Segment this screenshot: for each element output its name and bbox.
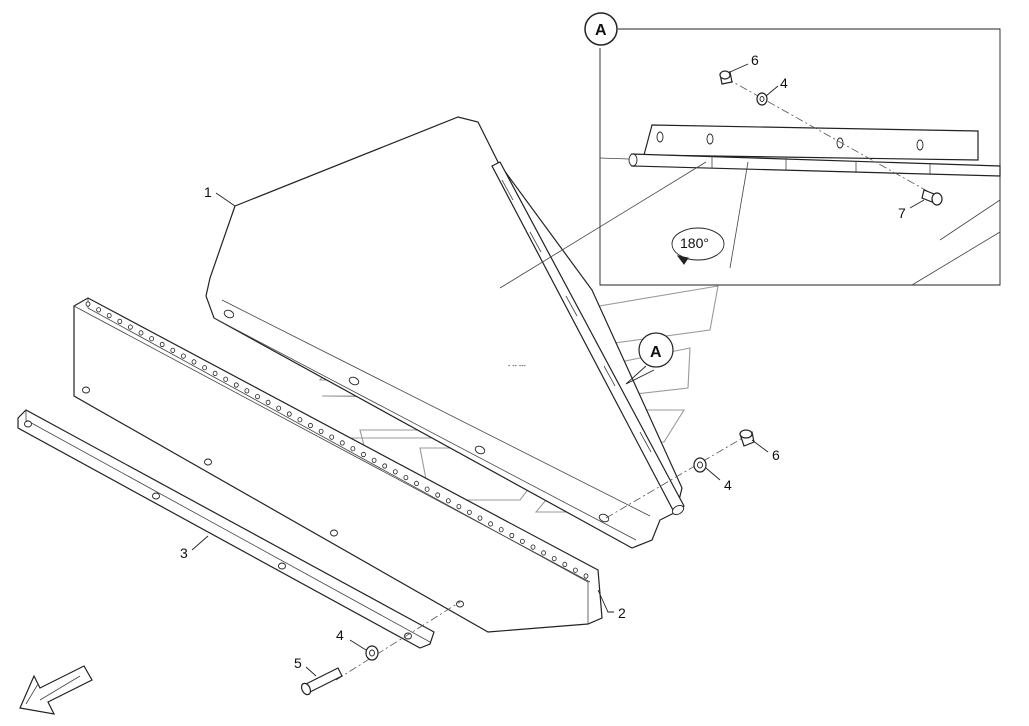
strip-perforation-holes: [85, 301, 589, 579]
callout-4-right: 4: [724, 477, 732, 493]
perforation-hole: [477, 515, 483, 521]
perforation-hole: [520, 538, 525, 544]
detail-a-view: 180° A: [499, 12, 1001, 289]
perforation-hole: [96, 307, 101, 313]
perforation-hole: [339, 440, 345, 446]
perforation-hole: [541, 550, 546, 556]
perforation-hole: [392, 469, 398, 475]
callout-6-detail: 6: [751, 52, 759, 68]
perforation-hole: [414, 480, 419, 486]
detail-a-letter: A: [595, 22, 607, 39]
washer-4-bottom: [365, 645, 379, 661]
callout-5: 5: [294, 655, 302, 671]
perforation-hole: [149, 336, 155, 342]
perforation-hole: [202, 365, 208, 371]
perforation-hole: [488, 521, 494, 527]
perforation-hole: [117, 318, 123, 324]
perforation-hole: [244, 388, 250, 394]
callout-7: 7: [898, 205, 906, 221]
perforation-hole: [265, 399, 271, 405]
fasteners-bottom: [300, 601, 461, 696]
bolt-5: [300, 667, 343, 696]
callout-4-bottom: 4: [336, 627, 344, 643]
callout-3: 3: [180, 545, 188, 561]
detail-a-reference-letter: A: [650, 344, 662, 361]
perforation-hole: [361, 451, 366, 458]
detail-a-badge: A: [584, 12, 618, 46]
nut-6-right: [739, 429, 755, 447]
perforation-hole: [498, 527, 504, 533]
svg-text:- -- ---: - -- ---: [508, 363, 527, 370]
perforation-hole: [466, 509, 472, 515]
perforation-hole: [191, 359, 197, 365]
direction-arrow-icon: [19, 665, 93, 715]
perforation-hole: [562, 561, 568, 568]
washer-4-detail: [756, 92, 768, 106]
perforation-hole: [233, 382, 239, 388]
screw-7-detail: [921, 189, 943, 206]
perforation-hole: [530, 544, 536, 550]
perforation-hole: [138, 330, 144, 336]
perforation-hole: [551, 555, 557, 562]
perforation-hole: [403, 474, 409, 481]
rotate-180-icon: 180°: [671, 227, 725, 265]
perforation-hole: [170, 347, 176, 353]
callouts: 1 2 3 4 5 4 6 6 4 7: [180, 52, 925, 677]
rotation-label: 180°: [680, 235, 709, 251]
perforation-hole: [318, 428, 324, 434]
part-1-panel: - -- ---: [205, 116, 685, 549]
perforation-hole: [445, 498, 451, 504]
perforation-hole: [212, 370, 218, 376]
perforation-hole: [435, 492, 441, 498]
detail-a-reference: A: [625, 332, 674, 385]
callout-4-detail: 4: [780, 75, 788, 91]
perforation-hole: [159, 341, 165, 348]
perforation-hole: [180, 353, 186, 359]
perforation-hole: [424, 486, 430, 492]
perforation-hole: [255, 393, 260, 400]
callout-1: 1: [204, 184, 212, 200]
part-3-bar: [17, 409, 435, 649]
perforation-hole: [382, 463, 388, 469]
perforation-hole: [276, 405, 282, 411]
perforation-hole: [85, 301, 91, 307]
perforation-hole: [223, 376, 229, 382]
perforation-hole: [456, 503, 462, 510]
fasteners-right: [605, 429, 755, 519]
perforation-hole: [297, 417, 303, 423]
perforation-hole: [573, 567, 578, 573]
perforation-hole: [371, 457, 377, 463]
perforation-hole: [127, 324, 133, 330]
perforation-hole: [106, 312, 112, 319]
perforation-hole: [329, 434, 335, 440]
callout-2: 2: [618, 605, 626, 621]
perforation-hole: [583, 573, 589, 579]
perforation-hole: [286, 411, 292, 417]
washer-4-right: [693, 457, 707, 473]
callout-6-right: 6: [772, 447, 780, 463]
perforation-hole: [350, 446, 356, 452]
nut-6-detail: [719, 70, 733, 85]
part-2-strip: [73, 297, 603, 633]
perforation-hole: [308, 422, 313, 429]
perforation-hole: [509, 532, 515, 539]
